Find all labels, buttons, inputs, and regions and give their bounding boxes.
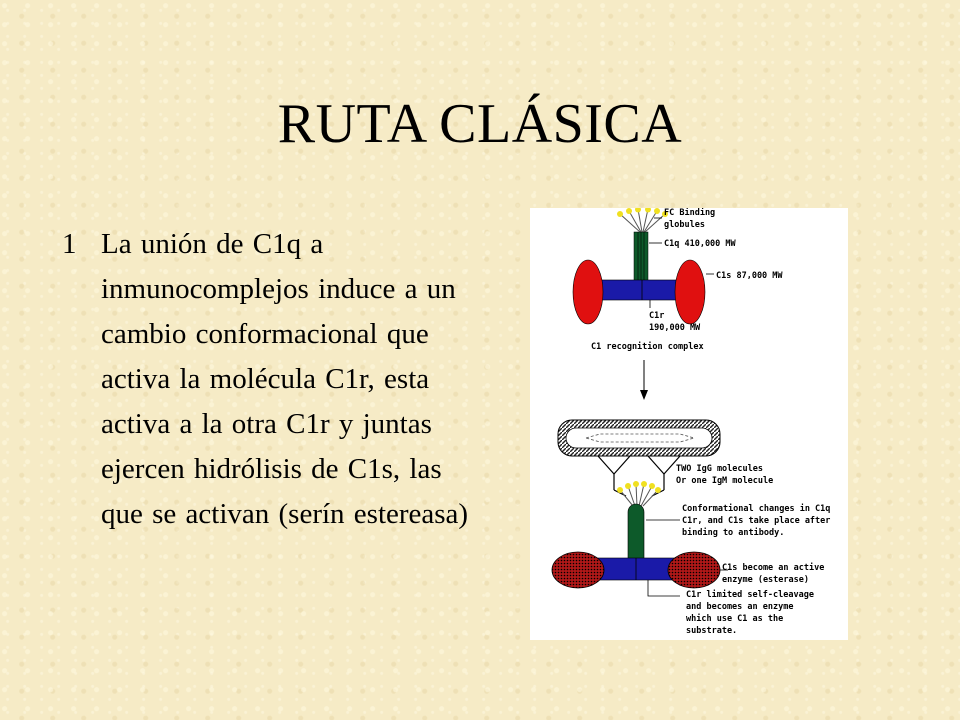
igg-molecules: [597, 455, 681, 497]
slide-title: RUTA CLÁSICA: [277, 93, 683, 155]
c1q-label: C1q 410,000 MW: [664, 239, 737, 249]
c1q-bottom-globules: [617, 481, 661, 507]
igg-label-2: Or one IgM molecule: [676, 476, 773, 486]
conf-label-3: binding to antibody.: [682, 527, 784, 538]
cleave-label-4: substrate.: [686, 626, 737, 636]
bullet-text: La unión de C1q a inmunocomplejos induce…: [101, 228, 469, 530]
conf-label-2: C1r, and C1s take place after: [682, 516, 830, 526]
c1r-label-1: C1r: [649, 311, 664, 321]
cleave-label-1: C1r limited self-cleavage: [686, 589, 814, 600]
bullet-number: 1: [62, 228, 77, 260]
fc-binding-label-1: FC Binding: [664, 208, 715, 218]
conf-label-1: Conformational changes in C1q: [682, 503, 830, 514]
cleave-label-3: which use C1 as the: [686, 613, 783, 624]
c1s-right-bottom: [667, 551, 721, 589]
igg-label-1: TWO IgG molecules: [676, 464, 763, 474]
c1q-top-globules: [617, 208, 668, 233]
c1s-right-top: [674, 259, 706, 325]
fc-binding-label-2: globules: [664, 220, 705, 230]
active-label-1: C1s become an active: [722, 562, 824, 573]
cleave-label-2: and becomes an enzyme: [686, 602, 793, 612]
c1r-label-2: 190,000 MW: [649, 323, 701, 333]
recognition-complex-label: C1 recognition complex: [591, 341, 704, 352]
c1s-left-bottom: [551, 551, 605, 589]
arrow-down-icon: [640, 360, 648, 400]
complement-c1-diagram: FC Binding globules C1q 410,000 MW C1s 8…: [530, 208, 848, 640]
c1s-left-top: [572, 259, 604, 325]
c1s-label: C1s 87,000 MW: [716, 271, 783, 281]
active-label-2: enzyme (esterase): [722, 575, 809, 585]
